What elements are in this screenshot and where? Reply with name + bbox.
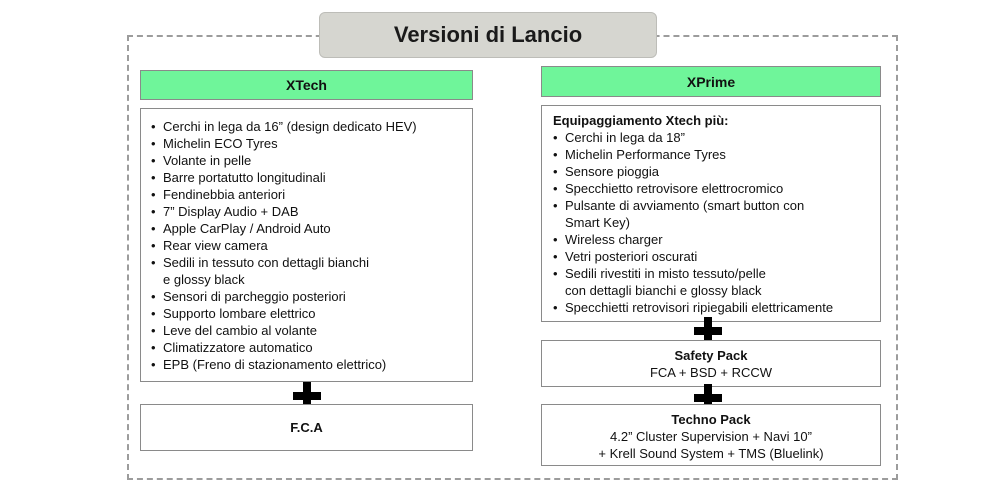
plus-icon — [694, 317, 722, 345]
plus-icon — [293, 382, 321, 410]
list-item: 7” Display Audio + DAB — [151, 203, 472, 220]
xtech-extra-panel: F.C.A — [140, 404, 473, 451]
list-item: Rear view camera — [151, 237, 472, 254]
xprime-header: XPrime — [541, 66, 881, 97]
xprime-intro: Equipaggiamento Xtech più: — [553, 113, 729, 128]
list-item: Supporto lombare elettrico — [151, 305, 472, 322]
xtech-extra-label: F.C.A — [290, 420, 323, 435]
list-item: Sedili rivestiti in misto tessuto/pelle … — [553, 265, 880, 299]
xtech-features-panel: Cerchi in lega da 16” (design dedicato H… — [140, 108, 473, 382]
list-item: Apple CarPlay / Android Auto — [151, 220, 472, 237]
list-item: Sensore pioggia — [553, 163, 880, 180]
list-item: Sedili in tessuto con dettagli bianchi e… — [151, 254, 472, 288]
list-item: Volante in pelle — [151, 152, 472, 169]
list-item: Cerchi in lega da 16” (design dedicato H… — [151, 118, 472, 135]
list-item: Cerchi in lega da 18” — [553, 129, 880, 146]
xtech-header: XTech — [140, 70, 473, 100]
safety-pack-text: FCA + BSD + RCCW — [649, 365, 773, 380]
list-item: Michelin ECO Tyres — [151, 135, 472, 152]
techno-pack-line1: 4.2” Cluster Supervision + Navi 10” — [610, 429, 812, 444]
list-item: Fendinebbia anteriori — [151, 186, 472, 203]
techno-pack-line2: + Krell Sound System + TMS (Bluelink) — [598, 446, 824, 461]
list-item: Climatizzatore automatico — [151, 339, 472, 356]
list-item: Leve del cambio al volante — [151, 322, 472, 339]
page-title: Versioni di Lancio — [319, 12, 657, 58]
plus-icon — [694, 384, 722, 412]
xtech-feature-list: Cerchi in lega da 16” (design dedicato H… — [151, 118, 472, 373]
xprime-feature-list: Cerchi in lega da 18”Michelin Performanc… — [553, 129, 880, 316]
safety-pack-title: Safety Pack — [674, 348, 748, 363]
list-item: Michelin Performance Tyres — [553, 146, 880, 163]
list-item: Specchietto retrovisore elettrocromico — [553, 180, 880, 197]
techno-pack-panel: Techno Pack 4.2” Cluster Supervision + N… — [541, 404, 881, 466]
list-item: Wireless charger — [553, 231, 880, 248]
list-item: Pulsante di avviamento (smart button con… — [553, 197, 880, 231]
list-item: EPB (Freno di stazionamento elettrico) — [151, 356, 472, 373]
list-item: Barre portatutto longitudinali — [151, 169, 472, 186]
xprime-features-panel: Equipaggiamento Xtech più: Cerchi in leg… — [541, 105, 881, 322]
list-item: Sensori di parcheggio posteriori — [151, 288, 472, 305]
list-item: Specchietti retrovisori ripiegabili elet… — [553, 299, 880, 316]
list-item: Vetri posteriori oscurati — [553, 248, 880, 265]
techno-pack-title: Techno Pack — [671, 412, 751, 427]
safety-pack-panel: Safety Pack FCA + BSD + RCCW — [541, 340, 881, 387]
